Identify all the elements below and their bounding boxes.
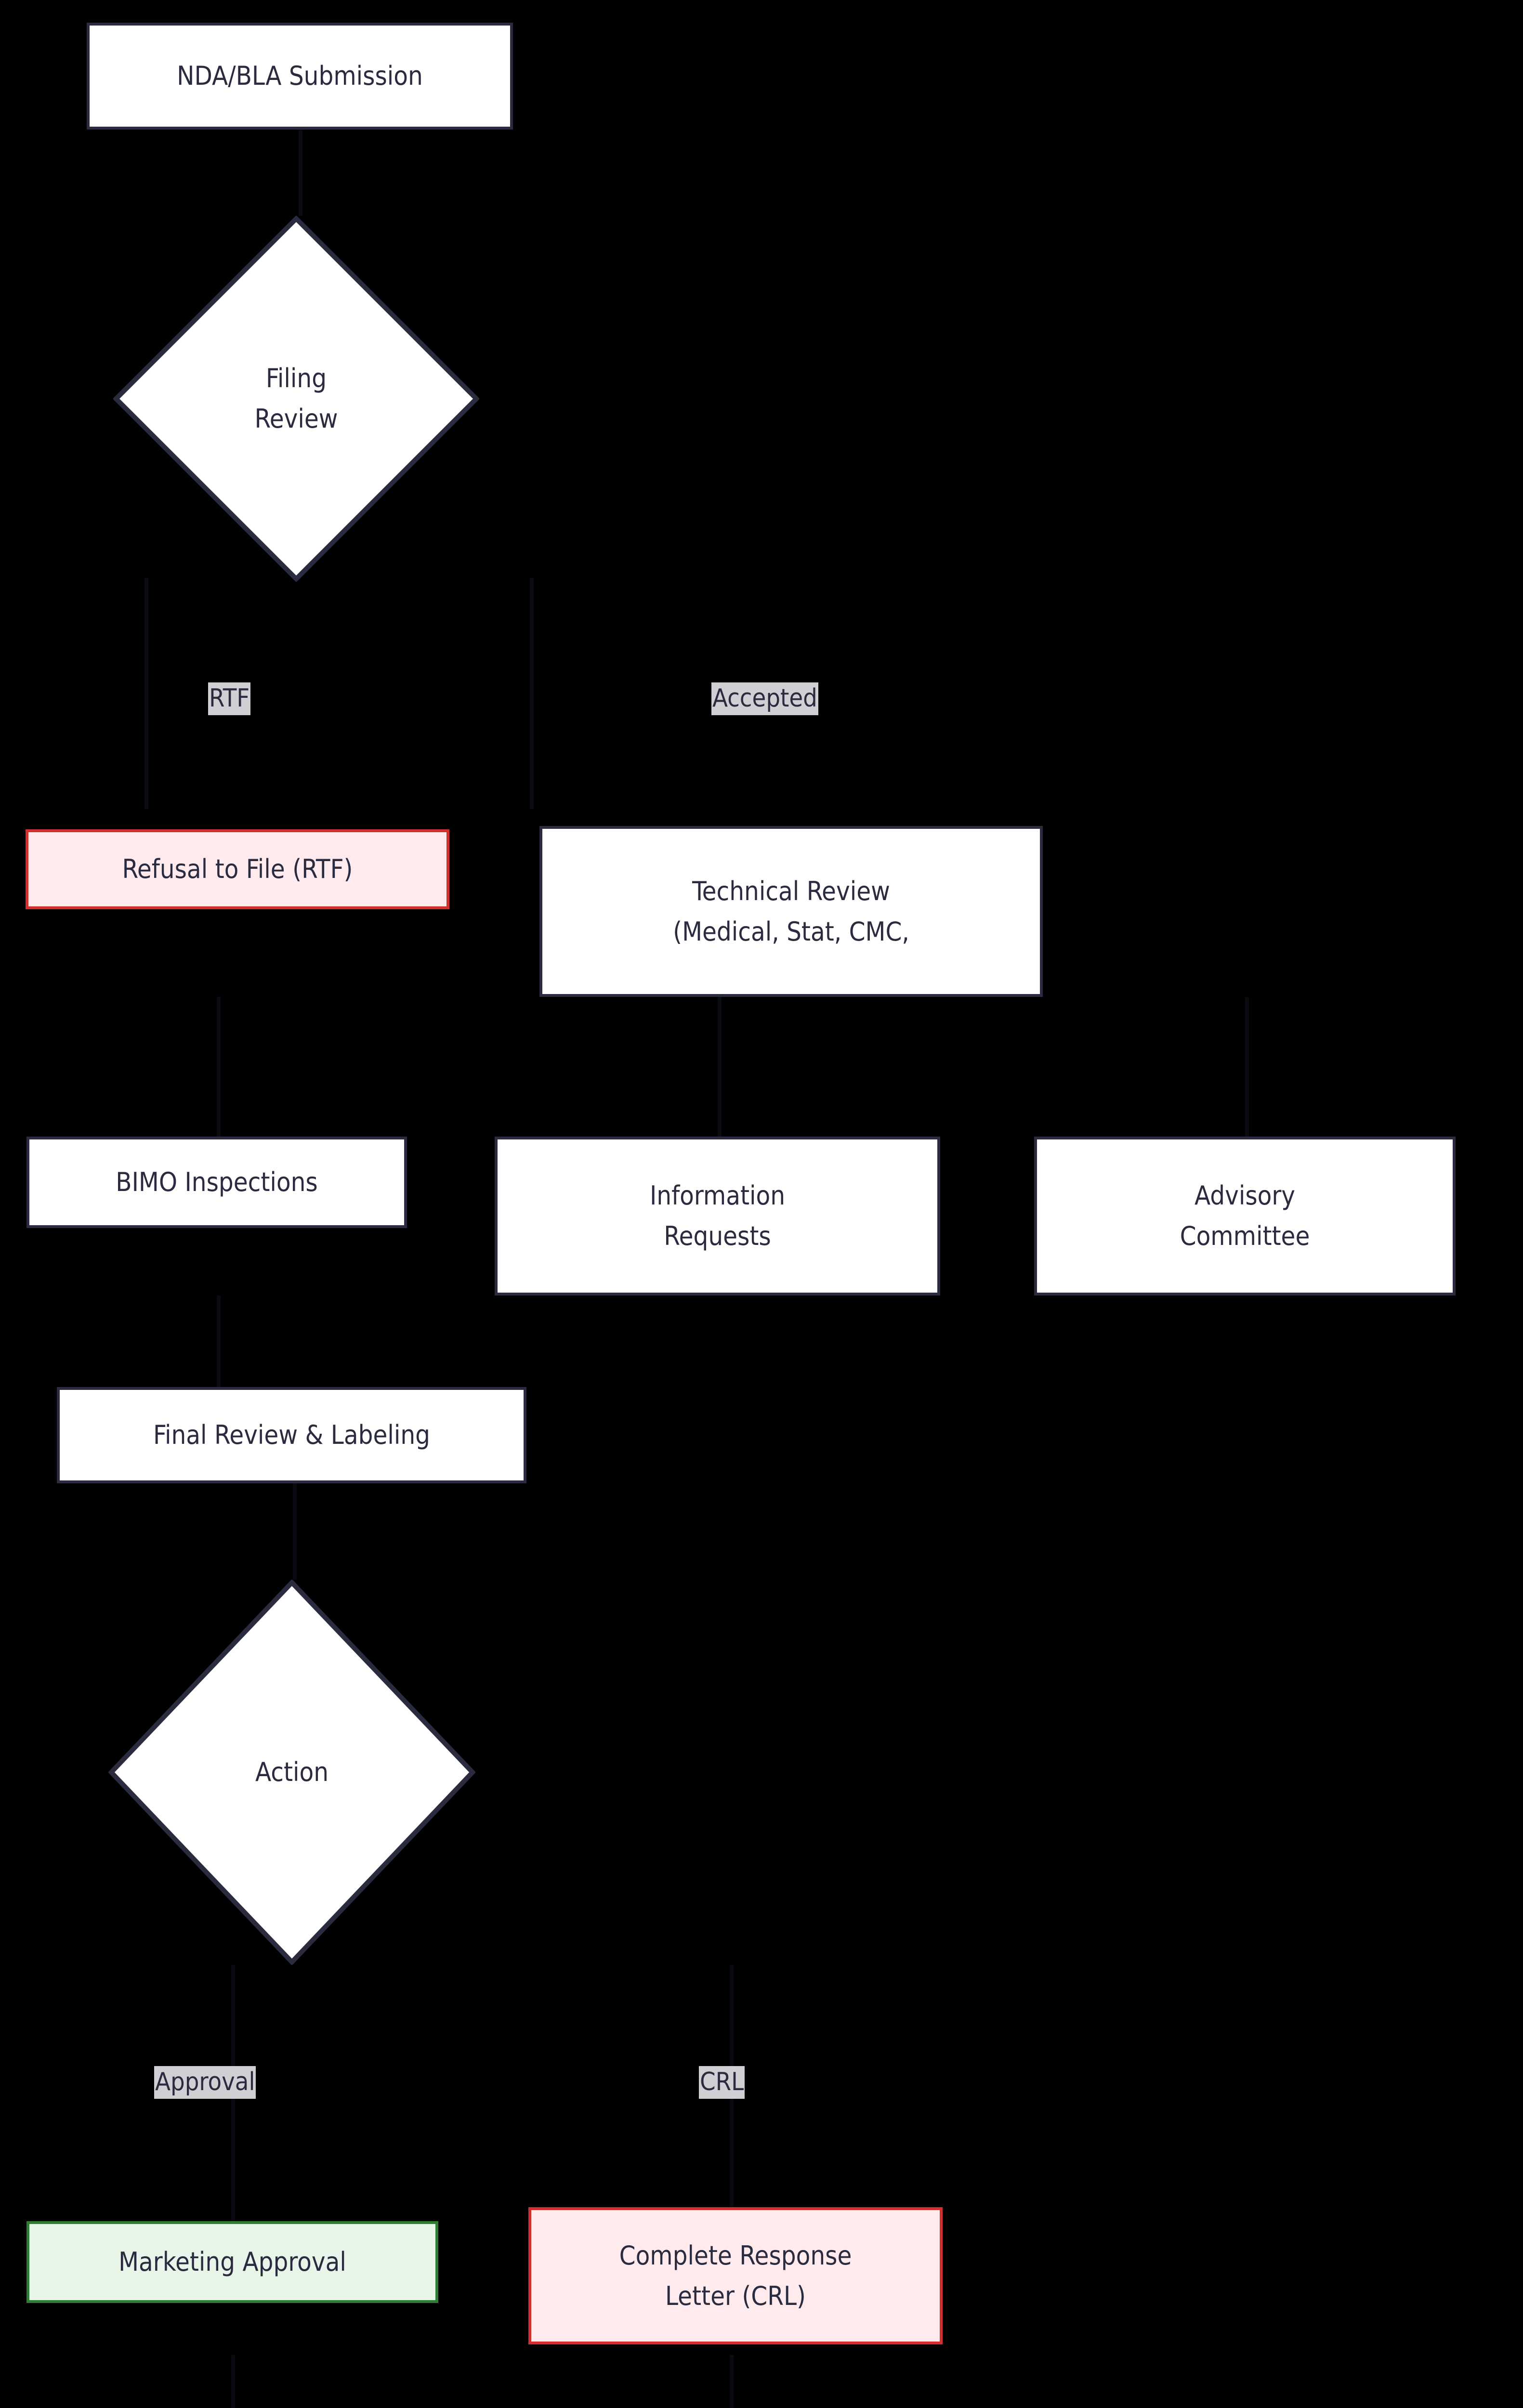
- connector-filing-to-technical: [530, 578, 534, 809]
- connector-approval-to-post-market: [231, 2355, 235, 2408]
- connector-technical-to-info: [718, 997, 722, 1137]
- node-information-requests[interactable]: Information Requests: [495, 1137, 940, 1296]
- diamond-shape: [108, 1580, 475, 1965]
- diamond-shape: [113, 216, 479, 582]
- edge-label-crl: CRL: [699, 2066, 745, 2099]
- connector-filing-to-rtf: [144, 578, 148, 809]
- edge-label-rtf: RTF: [208, 682, 251, 715]
- node-technical-review[interactable]: Technical Review (Medical, Stat, CMC,: [539, 826, 1043, 997]
- connector-technical-to-bimo: [217, 997, 221, 1137]
- node-marketing-approval[interactable]: Marketing Approval: [26, 2221, 438, 2303]
- node-filing-review[interactable]: Filing Review: [113, 216, 479, 582]
- connector-crl-to-resubmission: [730, 2355, 734, 2408]
- connector-bimo-to-final: [217, 1296, 221, 1387]
- node-final-review-labeling[interactable]: Final Review & Labeling: [57, 1387, 526, 1483]
- node-refusal-to-file[interactable]: Refusal to File (RTF): [26, 829, 449, 909]
- connector-submission-to-filing: [299, 129, 302, 216]
- node-complete-response-letter[interactable]: Complete Response Letter (CRL): [528, 2207, 943, 2344]
- connector-final-to-action: [293, 1483, 297, 1580]
- node-advisory-committee[interactable]: Advisory Committee: [1034, 1137, 1456, 1296]
- edge-label-approval: Approval: [154, 2066, 256, 2099]
- connector-technical-to-advisory: [1245, 997, 1249, 1137]
- edge-label-accepted: Accepted: [711, 682, 818, 715]
- node-bimo-inspections[interactable]: BIMO Inspections: [26, 1137, 407, 1228]
- node-nda-bla-submission[interactable]: NDA/BLA Submission: [87, 23, 513, 130]
- node-action[interactable]: Action: [108, 1580, 475, 1965]
